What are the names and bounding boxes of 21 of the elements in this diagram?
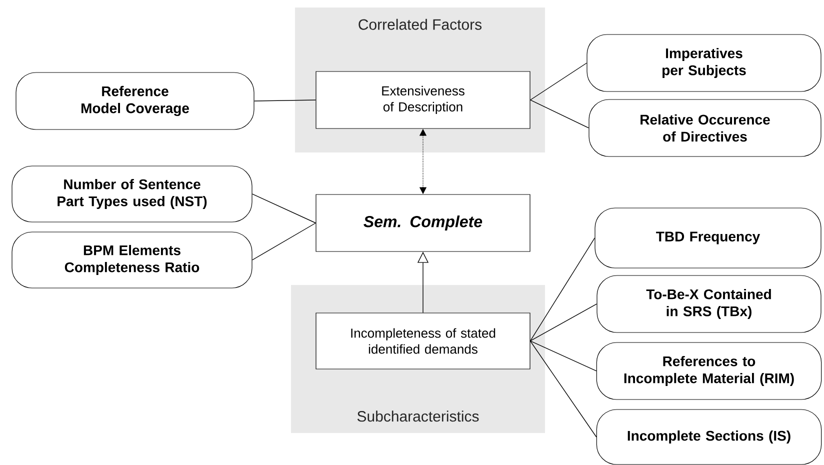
metric-pill: Relative Occurence of Directives [588,99,822,157]
connector [530,238,596,342]
factor-box: Incompleteness of stated identified demands [316,312,530,370]
connector [254,100,316,102]
connector [530,100,590,128]
connector [530,304,598,342]
metric-pill: Number of Sentence Part Types used (NST) [12,166,252,222]
metric-pill: Imperatives per Subjects [586,34,822,92]
metric-pill: Reference Model Coverage [16,72,254,130]
connector [530,340,597,372]
factor-box: Extensiveness of Description [316,71,530,129]
connector [530,340,597,438]
metric-pill: References to Incomplete Material (RIM) [596,342,822,400]
connector [252,194,316,224]
characteristic-box: Sem. Complete [316,194,530,252]
connector [252,222,316,260]
connector [530,62,588,100]
metric-pill: To-Be-X Contained in SRS (TBx) [596,275,822,333]
metric-pill: Incomplete Sections (IS) [596,409,822,465]
metric-pill: TBD Frequency [594,208,822,268]
metric-pill: BPM Elements Completeness Ratio [12,232,252,288]
